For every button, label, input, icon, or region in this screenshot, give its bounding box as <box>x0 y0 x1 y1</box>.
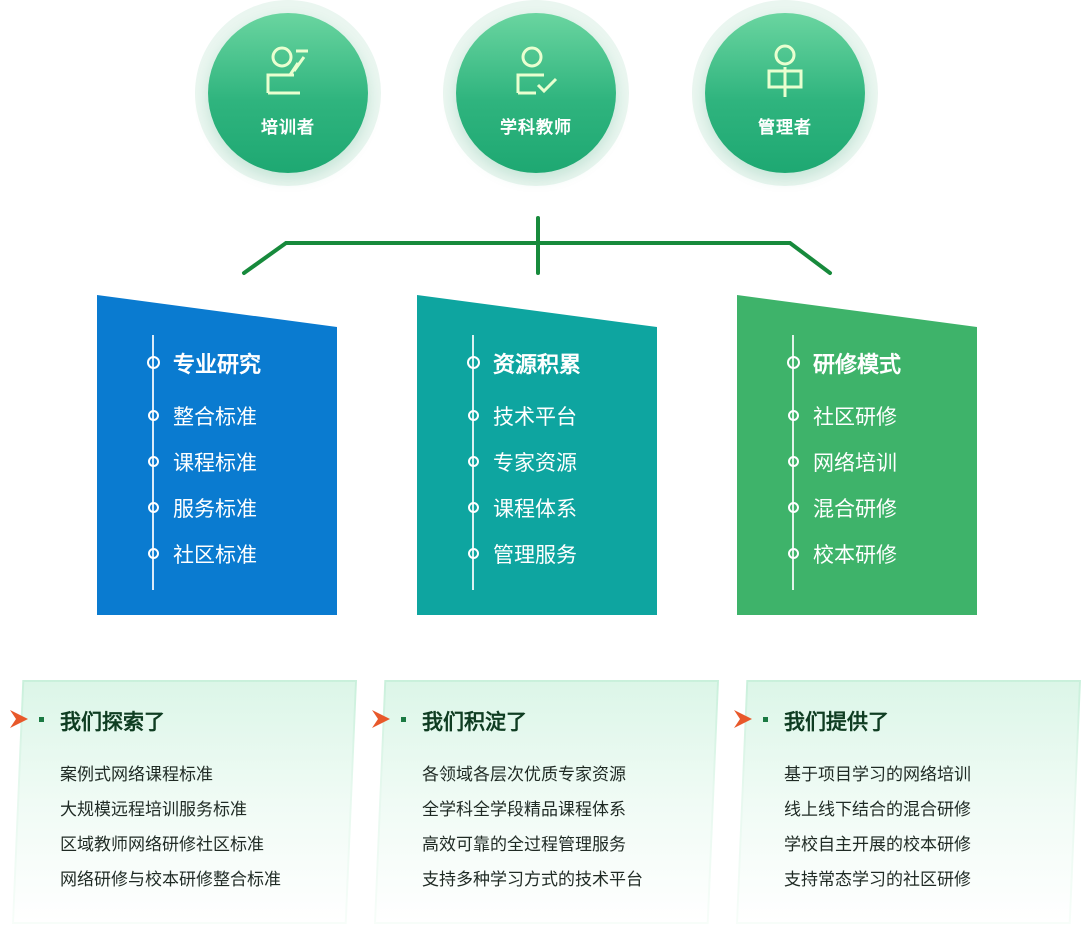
card-professional-research: 专业研究 整合标准 课程标准 服务标准 社区标准 <box>97 295 337 615</box>
role-label: 管理者 <box>758 117 812 138</box>
role-circle: 培训者 <box>208 13 368 173</box>
panel-item: 大规模远程培训服务标准 <box>60 800 247 820</box>
panel-item: 网络研修与校本研修整合标准 <box>60 870 281 890</box>
panel-background <box>738 682 1079 922</box>
timeline-dot <box>148 548 159 559</box>
timeline-dot <box>148 410 159 421</box>
role-label: 学科教师 <box>500 117 572 138</box>
panel-provided: 我们提供了 基于项目学习的网络培训 线上线下结合的混合研修 学校自主开展的校本研… <box>734 680 1081 924</box>
trainer-icon <box>266 46 308 94</box>
timeline-dot <box>788 548 799 559</box>
timeline-dot <box>788 456 799 467</box>
timeline-dot <box>148 502 159 513</box>
role-circle: 管理者 <box>705 13 865 173</box>
card-resource-accumulation: 资源积累 技术平台 专家资源 课程体系 管理服务 <box>417 295 657 615</box>
panel-item: 基于项目学习的网络培训 <box>784 765 971 785</box>
teacher-check-icon <box>516 46 558 94</box>
timeline-dot <box>468 456 479 467</box>
panel-item: 区域教师网络研修社区标准 <box>60 835 264 855</box>
panel-accumulated: 我们积淀了 各领域各层次优质专家资源 全学科全学段精品课程体系 高效可靠的全过程… <box>372 680 719 924</box>
panel-item: 各领域各层次优质专家资源 <box>422 765 626 785</box>
panel-item: 线上线下结合的混合研修 <box>784 800 971 820</box>
timeline-dot <box>788 410 799 421</box>
timeline-dot <box>467 356 480 369</box>
role-teacher: 学科教师 <box>443 0 629 186</box>
bullet-square <box>39 717 44 722</box>
panel-item: 案例式网络课程标准 <box>60 765 213 785</box>
panel-title: 我们积淀了 <box>422 710 527 734</box>
role-circle: 学科教师 <box>456 13 616 173</box>
panel-item: 全学科全学段精品课程体系 <box>422 800 626 820</box>
timeline-dot <box>147 356 160 369</box>
arrow-right-icon <box>734 710 752 728</box>
panel-item: 高效可靠的全过程管理服务 <box>422 835 626 855</box>
panel-background <box>14 682 355 922</box>
panel-title: 我们提供了 <box>784 710 889 734</box>
timeline-dot <box>468 410 479 421</box>
timeline-dot <box>468 502 479 513</box>
timeline-dot <box>148 456 159 467</box>
role-label: 培训者 <box>261 117 315 138</box>
panel-item: 学校自主开展的校本研修 <box>784 835 971 855</box>
arrow-right-icon <box>10 710 28 728</box>
timeline-dot <box>787 356 800 369</box>
card-training-mode: 研修模式 社区研修 网络培训 混合研修 校本研修 <box>737 295 977 615</box>
panel-explored: 我们探索了 案例式网络课程标准 大规模远程培训服务标准 区域教师网络研修社区标准… <box>10 680 357 924</box>
role-trainer: 培训者 <box>195 0 381 186</box>
panel-item: 支持多种学习方式的技术平台 <box>422 870 643 890</box>
panel-title: 我们探索了 <box>60 710 165 734</box>
panel-item: 支持常态学习的社区研修 <box>784 870 971 890</box>
timeline-dot <box>788 502 799 513</box>
manager-icon <box>767 44 803 97</box>
arrow-right-icon <box>372 710 390 728</box>
timeline-dot <box>468 548 479 559</box>
bullet-square <box>763 717 768 722</box>
panel-background <box>376 682 717 922</box>
role-manager: 管理者 <box>692 0 878 186</box>
bullet-square <box>401 717 406 722</box>
